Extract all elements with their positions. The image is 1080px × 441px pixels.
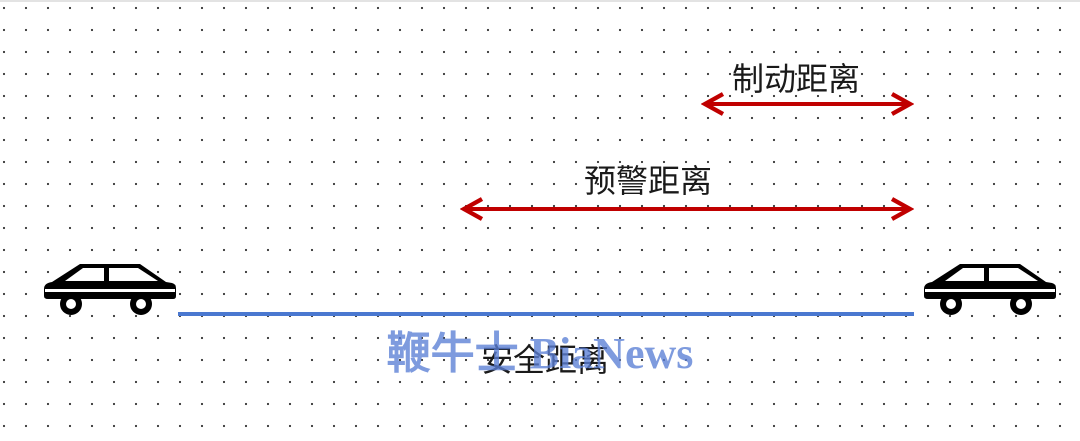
front-car-icon bbox=[924, 264, 1056, 315]
warning-distance-group: 预警距离 bbox=[464, 162, 910, 209]
braking-distance-group: 制动距离 bbox=[705, 60, 910, 104]
watermark-logo: 鞭牛士 BiaNews bbox=[387, 329, 694, 378]
warning-distance-label: 预警距离 bbox=[584, 162, 712, 200]
rear-car-icon bbox=[44, 264, 176, 315]
braking-distance-label: 制动距离 bbox=[732, 60, 860, 98]
safe-distance-label: 安全距离 bbox=[481, 341, 609, 379]
